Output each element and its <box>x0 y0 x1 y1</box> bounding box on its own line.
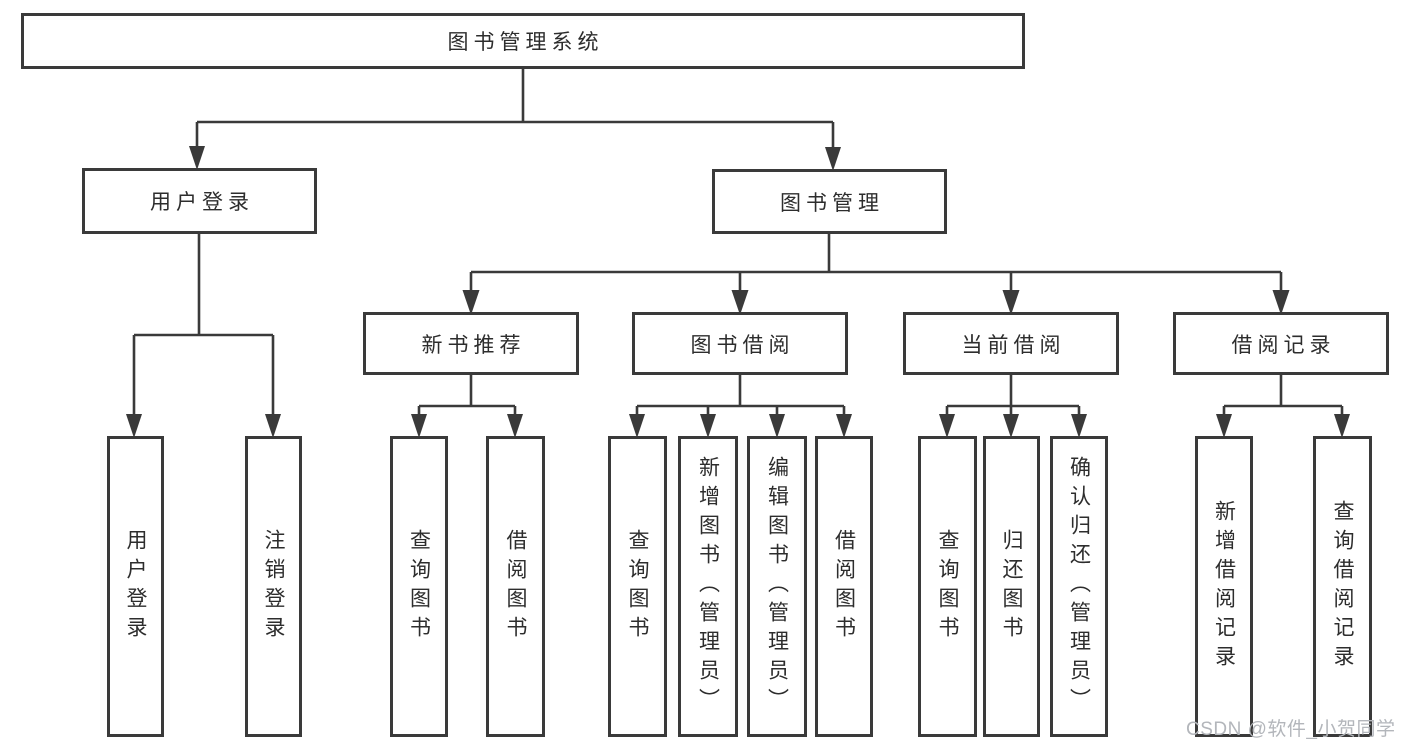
leaf-query-borrow-record: 查询借阅记录 <box>1313 436 1372 737</box>
leaf-label: 确认归还（管理员） <box>1067 456 1091 717</box>
leaf-label: 查询图书 <box>936 528 959 645</box>
node-book-borrowing: 图书借阅 <box>632 312 848 375</box>
node-label: 图书管理系统 <box>447 31 604 54</box>
node-label: 图书管理 <box>780 191 884 215</box>
node-current-borrowing: 当前借阅 <box>903 312 1119 375</box>
node-library-management-system: 图书管理系统 <box>21 13 1025 69</box>
leaf-return-books: 归还图书 <box>983 436 1040 737</box>
node-label: 图书借阅 <box>690 333 795 357</box>
leaf-label: 查询借阅记录 <box>1331 499 1354 674</box>
leaf-label: 注销登录 <box>262 528 285 645</box>
leaf-label: 查询图书 <box>626 528 649 645</box>
leaf-label: 查询图书 <box>407 528 431 645</box>
node-label: 借阅记录 <box>1231 333 1336 357</box>
leaf-label: 借阅图书 <box>832 528 856 645</box>
node-book-management: 图书管理 <box>712 169 947 234</box>
leaf-label: 新增借阅记录 <box>1212 499 1236 674</box>
leaf-label: 用户登录 <box>124 528 147 645</box>
node-label: 当前借阅 <box>961 333 1066 357</box>
csdn-watermark: CSDN @软件_小贺同学 <box>1186 719 1396 740</box>
leaf-user-login: 用户登录 <box>107 436 164 737</box>
node-label: 用户登录 <box>150 191 254 214</box>
node-label: 新书推荐 <box>421 333 526 357</box>
node-user-login: 用户登录 <box>82 168 317 234</box>
leaf-borrowing-borrow-books: 借阅图书 <box>815 436 873 737</box>
leaf-label: 新增图书（管理员） <box>696 456 720 717</box>
leaf-label: 编辑图书（管理员） <box>765 456 789 717</box>
leaf-edit-books-admin: 编辑图书（管理员） <box>747 436 807 737</box>
leaf-add-books-admin: 新增图书（管理员） <box>678 436 738 737</box>
leaf-borrowing-query-books: 查询图书 <box>608 436 667 737</box>
leaf-newbooks-query-books: 查询图书 <box>390 436 448 737</box>
leaf-add-borrow-record: 新增借阅记录 <box>1195 436 1253 737</box>
node-new-book-recommendation: 新书推荐 <box>363 312 579 375</box>
leaf-label: 借阅图书 <box>504 528 527 645</box>
leaf-label: 归还图书 <box>1000 528 1023 645</box>
leaf-logout: 注销登录 <box>245 436 302 737</box>
node-borrowing-records: 借阅记录 <box>1173 312 1389 375</box>
leaf-current-query-books: 查询图书 <box>918 436 977 737</box>
leaf-confirm-return-admin: 确认归还（管理员） <box>1050 436 1108 737</box>
leaf-newbooks-borrow-books: 借阅图书 <box>486 436 545 737</box>
